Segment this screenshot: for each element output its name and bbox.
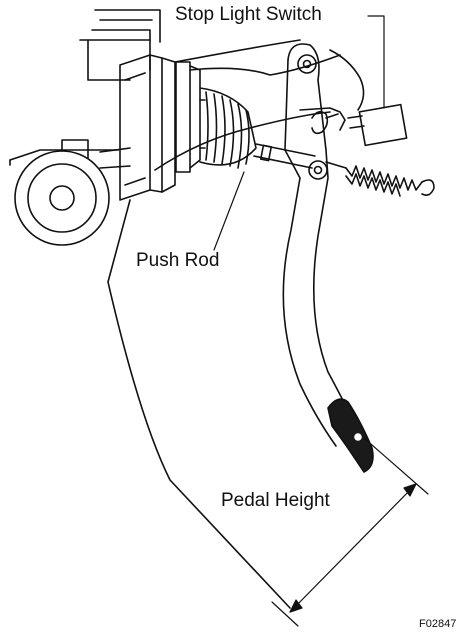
dimension-arrow-tail [289,599,303,613]
dimension-arrow-head [403,483,417,497]
figure-code: F02847 [419,618,457,630]
pedal-height-label: Pedal Height [221,490,330,511]
stop-light-switch [154,49,408,171]
master-cylinder-flange [119,54,201,201]
push-rod [253,143,328,180]
push-rod-leader [213,171,245,251]
pedal-arm [282,43,357,447]
push-rod-label: Push Rod [136,250,220,271]
pedal-height-dimension [271,437,429,627]
stop-light-switch-label: Stop Light Switch [175,4,322,25]
firewall-bracket [9,9,161,166]
floor-outline [107,39,301,609]
return-spring [325,161,435,197]
pedal-pad [327,398,374,473]
leader-lines [213,15,385,251]
wheel-icon [14,139,131,246]
push-rod-boot [199,87,257,169]
stop-switch-leader [367,15,385,109]
